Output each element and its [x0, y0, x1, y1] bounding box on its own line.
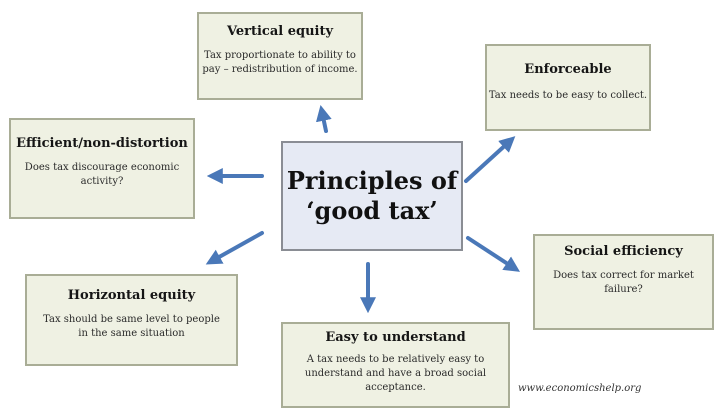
arrow-to-horizontal-equity	[205, 231, 264, 265]
center-title-line2: ‘good tax’	[306, 196, 438, 225]
node-description: Does tax discourage economic activity?	[11, 161, 193, 189]
desc-line: Does tax correct for market	[553, 270, 694, 281]
node-title: Efficient/non-distortion	[16, 136, 188, 151]
node-social-efficiency: Social efficiency Does tax correct for m…	[533, 234, 714, 330]
node-description: Tax needs to be easy to collect.	[487, 89, 649, 103]
node-vertical-equity: Vertical equity Tax proportionate to abi…	[197, 12, 363, 100]
node-title: Enforceable	[524, 62, 612, 77]
node-title: Easy to understand	[325, 330, 466, 345]
center-title-line1: Principles of	[286, 166, 458, 195]
desc-line: Tax should be same level to people	[43, 314, 220, 325]
arrow-to-vertical-equity	[315, 104, 332, 133]
source-credit: www.economicshelp.org	[518, 383, 642, 394]
node-description: A tax needs to be relatively easy to und…	[283, 353, 508, 395]
desc-line: Tax proportionate to ability to	[204, 50, 356, 61]
arrow-to-social-efficiency	[466, 236, 521, 272]
desc-line: Tax needs to be easy to collect.	[488, 90, 648, 101]
node-description: Tax proportionate to ability to pay – re…	[199, 49, 361, 77]
node-efficient-non-distortion: Efficient/non-distortion Does tax discou…	[9, 118, 195, 219]
desc-line: acceptance.	[365, 382, 426, 393]
desc-line: in the same situation	[78, 328, 185, 339]
desc-line: failure?	[604, 284, 643, 295]
node-horizontal-equity: Horizontal equity Tax should be same lev…	[25, 274, 238, 366]
desc-line: activity?	[80, 176, 124, 187]
node-enforceable: Enforceable Tax needs to be easy to coll…	[485, 44, 651, 131]
central-concept-title: Principles of ‘good tax’	[287, 166, 457, 226]
node-title: Social efficiency	[564, 244, 683, 259]
node-title: Horizontal equity	[67, 288, 196, 303]
desc-line: A tax needs to be relatively easy to	[306, 354, 485, 365]
node-description: Tax should be same level to people in th…	[27, 313, 236, 341]
node-title: Vertical equity	[226, 24, 334, 39]
node-easy-to-understand: Easy to understand A tax needs to be rel…	[281, 322, 510, 408]
desc-line: understand and have a broad social	[304, 368, 487, 379]
node-description: Does tax correct for market failure?	[535, 269, 712, 297]
arrow-to-enforceable	[464, 136, 516, 183]
desc-line: pay – redistribution of income.	[202, 64, 358, 75]
desc-line: Does tax discourage economic	[24, 162, 180, 173]
central-concept-box: Principles of ‘good tax’	[281, 141, 463, 251]
